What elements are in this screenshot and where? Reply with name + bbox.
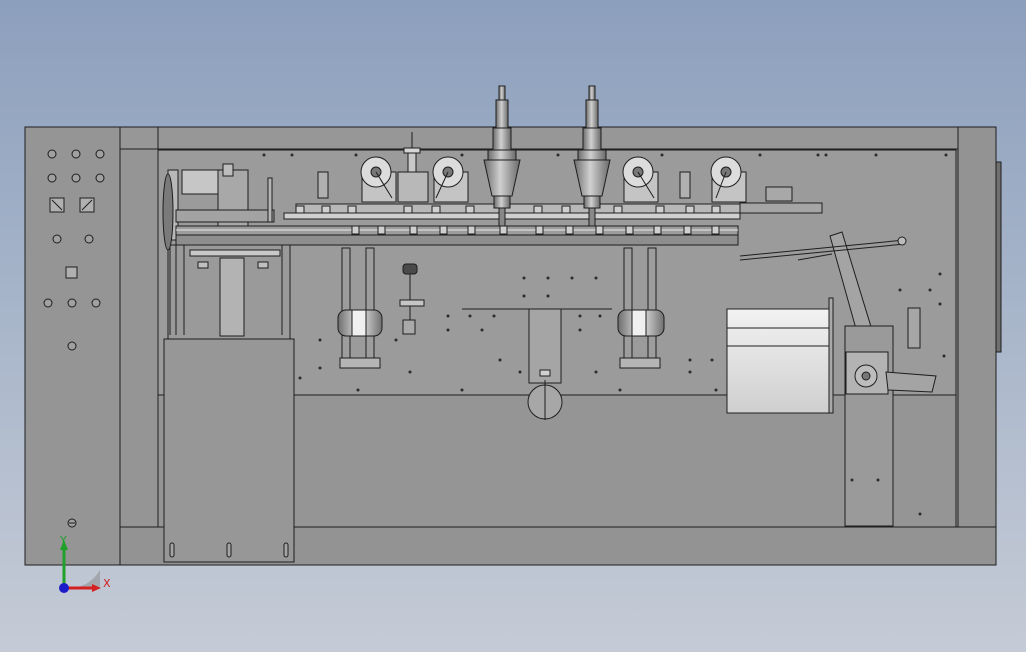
top-rail [119,126,959,150]
x-axis-label: X [103,577,111,590]
roller-unit-2 [432,156,469,203]
right-end-post [957,126,997,528]
y-axis-arrow [60,540,68,550]
center-hanger [462,308,612,420]
filling-nozzle-2 [573,85,611,227]
center-bracket [397,132,429,203]
cutter-box [726,297,834,414]
left-feed-module [162,163,295,563]
filling-nozzle-1 [483,85,521,227]
roller-unit-3 [622,156,659,203]
rail-clamps [295,205,721,235]
drive-arm [739,231,937,527]
center-lever [399,263,425,335]
panel-button-square [65,266,78,279]
bolt-holes [262,153,948,516]
sealing-rollers [317,132,747,203]
motor-body [181,169,221,195]
roller-unit-4 [710,156,747,203]
control-panel [43,149,105,528]
x-axis-arrow [92,584,101,592]
conveyor-rails [175,186,823,246]
lower-mechanism-right [617,247,665,369]
small-box [765,186,793,202]
right-side-strip [995,161,1002,353]
roller-unit-1 [360,156,397,203]
z-axis-dot [59,583,69,593]
y-axis-label: Y [59,534,67,547]
lower-mechanism-left [337,247,383,369]
lower-cabinet [163,338,295,563]
coordinate-triad: Y X [59,534,111,593]
